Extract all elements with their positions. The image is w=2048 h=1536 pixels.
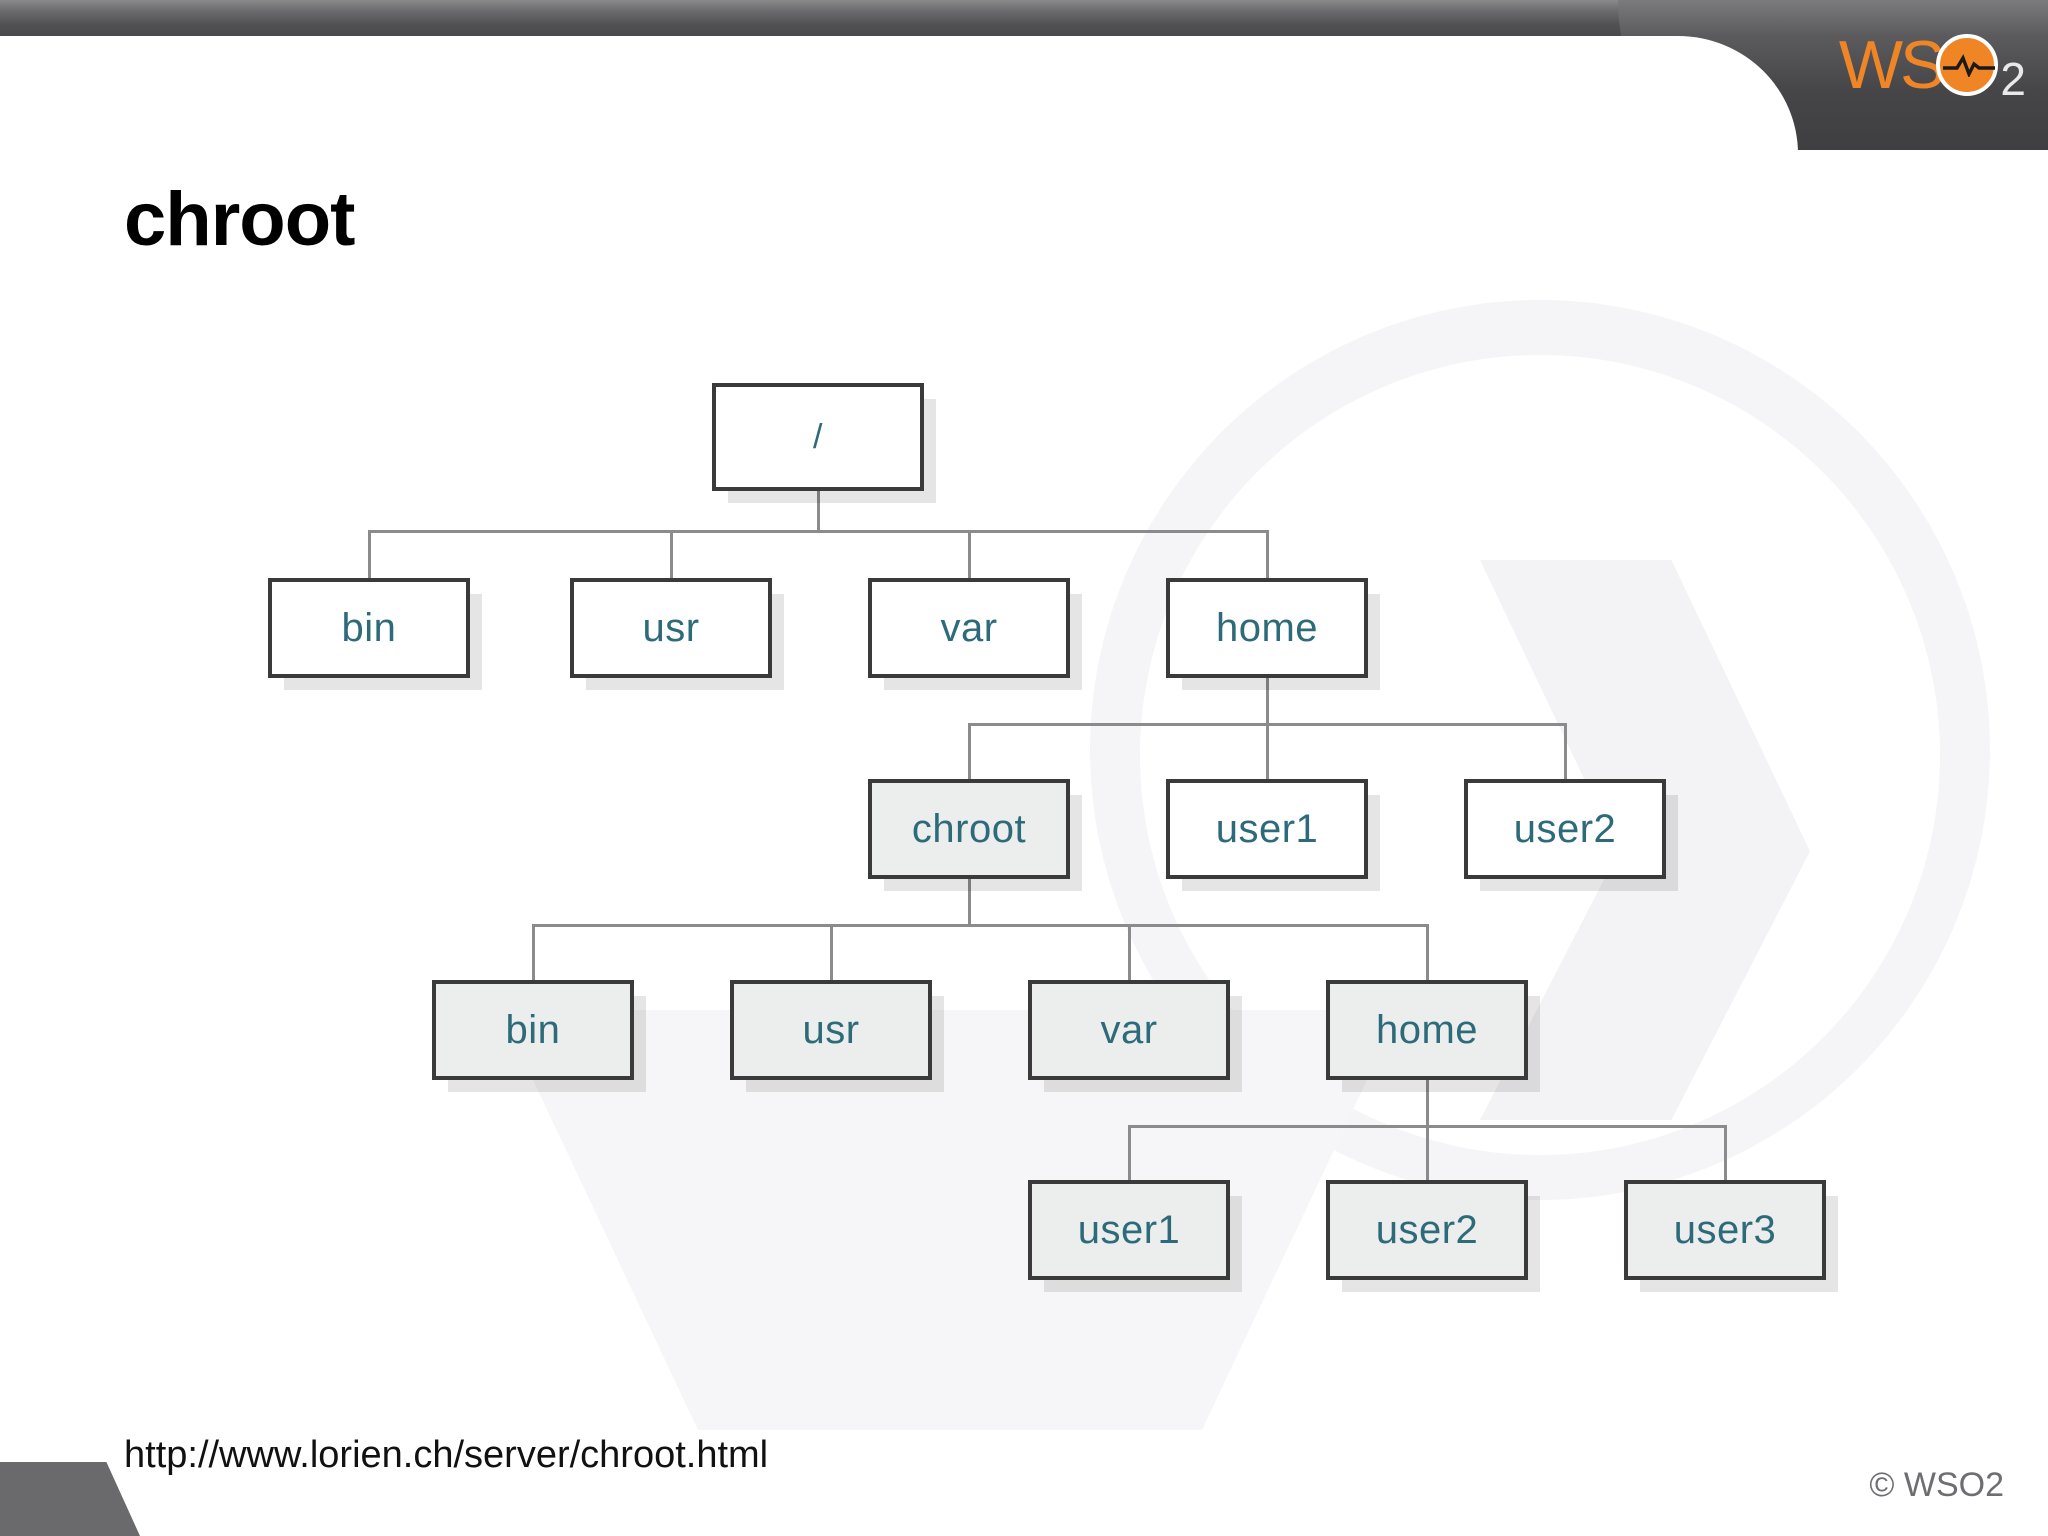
tree-node-user2b[interactable]: user2 [1326, 1180, 1528, 1280]
tree-node-root[interactable]: / [712, 383, 924, 491]
tree-connector [1129, 1125, 1725, 1128]
pulse-circle-icon [1936, 34, 1999, 96]
footer-corner-shape [0, 1462, 140, 1536]
copyright-text: © WSO2 [1869, 1466, 2004, 1504]
background-watermark-wedge [500, 1010, 1400, 1430]
tree-node-var2[interactable]: var [1028, 980, 1230, 1080]
logo-wordmark: WS [1838, 27, 1946, 103]
tree-node-var1[interactable]: var [868, 578, 1070, 678]
tree-connector [1266, 723, 1269, 779]
logo-subscript: 2 [2000, 53, 2026, 105]
tree-connector [532, 924, 535, 980]
tree-connector [368, 530, 371, 578]
page-title: chroot [124, 177, 355, 262]
tree-connector [533, 924, 1427, 927]
tree-node-bin2[interactable]: bin [432, 980, 634, 1080]
tree-node-chroot[interactable]: chroot [868, 779, 1070, 879]
tree-connector [968, 879, 971, 927]
tree-node-home2[interactable]: home [1326, 980, 1528, 1080]
tree-connector [1426, 1080, 1429, 1128]
tree-connector [968, 723, 971, 779]
tree-connector [1128, 1125, 1131, 1180]
pulse-line-icon [1943, 54, 1996, 77]
tree-node-user1b[interactable]: user1 [1028, 1180, 1230, 1280]
tree-node-label: / [813, 417, 823, 456]
tree-connector [1426, 924, 1429, 980]
tree-connector [1266, 678, 1269, 726]
tree-connector [817, 491, 820, 533]
tree-node-user1a[interactable]: user1 [1166, 779, 1368, 879]
tree-node-label: user2 [1513, 806, 1617, 851]
tree-node-label: home [1375, 1007, 1479, 1052]
tree-connector [1426, 1125, 1429, 1180]
tree-node-usr2[interactable]: usr [730, 980, 932, 1080]
tree-node-label: user3 [1673, 1207, 1777, 1252]
tree-node-label: user1 [1215, 806, 1319, 851]
tree-node-label: bin [505, 1007, 561, 1052]
tree-node-label: chroot [911, 806, 1027, 851]
tree-node-home1[interactable]: home [1166, 578, 1368, 678]
tree-node-label: user2 [1375, 1207, 1479, 1252]
background-watermark-arc-inner [1140, 355, 1940, 1155]
tree-connector [968, 530, 971, 578]
tree-node-usr1[interactable]: usr [570, 578, 772, 678]
tree-connector [369, 530, 1267, 533]
tree-node-user3b[interactable]: user3 [1624, 1180, 1826, 1280]
tree-node-label: bin [341, 605, 397, 650]
tree-node-label: home [1215, 605, 1319, 650]
tree-node-label: var [940, 605, 998, 650]
tree-connector [830, 924, 833, 980]
tree-node-label: var [1100, 1007, 1158, 1052]
wso2-logo: WS 2 [1839, 26, 2026, 104]
tree-connector [1564, 723, 1567, 779]
tree-node-label: user1 [1077, 1207, 1181, 1252]
tree-node-label: usr [802, 1007, 860, 1052]
source-url-text: http://www.lorien.ch/server/chroot.html [124, 1434, 769, 1476]
tree-node-user2a[interactable]: user2 [1464, 779, 1666, 879]
tree-node-bin1[interactable]: bin [268, 578, 470, 678]
tree-node-label: usr [642, 605, 700, 650]
tree-connector [670, 530, 673, 578]
tree-connector [1266, 530, 1269, 578]
tree-connector [1128, 924, 1131, 980]
tree-connector [1724, 1125, 1727, 1180]
tree-connector [969, 723, 1565, 726]
